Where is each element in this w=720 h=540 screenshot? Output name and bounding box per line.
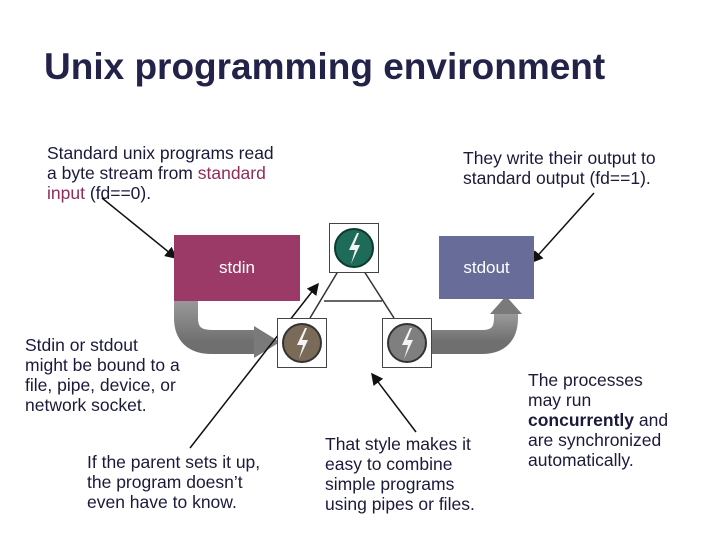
style-note: That style makes it easy to combine simp… — [325, 434, 475, 514]
stdout-pipe — [432, 296, 522, 354]
slide-title: Unix programming environment — [44, 46, 606, 87]
parent-callout-arrow — [189, 282, 319, 449]
concurrency-note: The processes may run concurrently and a… — [528, 370, 669, 470]
stdin-callout-arrow — [101, 197, 178, 259]
stdin-pipe — [174, 300, 280, 358]
process-left — [277, 318, 327, 368]
process-top — [329, 223, 379, 273]
process-right — [382, 318, 432, 368]
link-line-right — [361, 267, 395, 319]
stdin-label: stdin — [219, 258, 255, 277]
process-lightning-icon — [387, 323, 427, 363]
stdin-box: stdin — [174, 235, 300, 301]
stdout-note: They write their output to standard outp… — [463, 148, 656, 188]
parent-note: If the parent sets it up, the program do… — [87, 452, 261, 512]
stdout-callout-arrow — [530, 192, 595, 264]
stdin-note: Standard unix programs read a byte strea… — [47, 143, 274, 203]
binding-note: Stdin or stdout might be bound to a file… — [25, 335, 180, 415]
stdout-box: stdout — [439, 236, 534, 299]
process-lightning-icon — [334, 228, 374, 268]
style-callout-arrow — [371, 372, 417, 433]
link-line-left — [309, 267, 341, 319]
process-lightning-icon — [282, 323, 322, 363]
stdout-label: stdout — [463, 257, 510, 277]
